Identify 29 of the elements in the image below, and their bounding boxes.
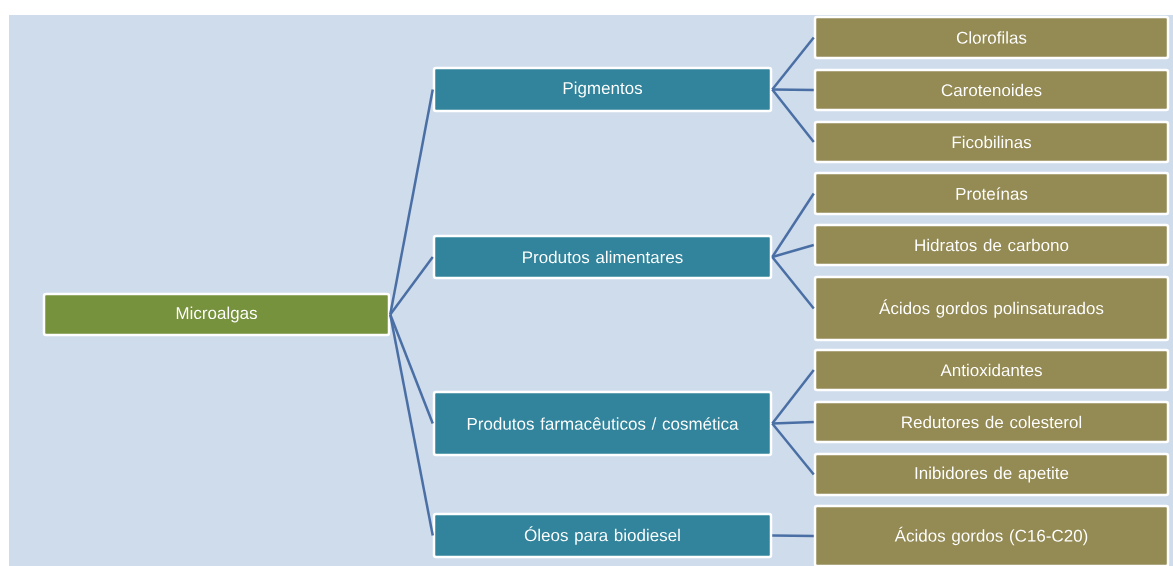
connector-line bbox=[771, 243, 815, 259]
connector-line bbox=[389, 314, 434, 424]
category-box: Produtos alimentares bbox=[432, 234, 773, 280]
item-box: Ácidos gordos polinsaturados bbox=[813, 275, 1170, 342]
connector-line bbox=[772, 88, 814, 92]
item-box: Clorofilas bbox=[813, 15, 1170, 60]
connector-line bbox=[389, 314, 434, 536]
connector-line bbox=[771, 36, 815, 91]
item-box: Redutores de colesterol bbox=[813, 400, 1170, 444]
connector-line bbox=[389, 256, 434, 316]
item-box: Ficobilinas bbox=[813, 120, 1170, 164]
item-box: Inibidores de apetite bbox=[813, 452, 1170, 497]
category-box: Óleos para biodiesel bbox=[432, 512, 773, 559]
connector-line bbox=[771, 256, 815, 310]
item-box: Antioxidantes bbox=[813, 348, 1170, 392]
item-box: Proteínas bbox=[813, 171, 1170, 216]
category-box: Pigmentos bbox=[432, 66, 773, 113]
connector-line bbox=[389, 89, 434, 315]
root-box: Microalgas bbox=[42, 292, 391, 337]
connector-line bbox=[772, 534, 814, 538]
connector-line bbox=[771, 422, 815, 476]
item-box: Ácidos gordos (C16-C20) bbox=[813, 504, 1170, 566]
item-box: Carotenoides bbox=[813, 68, 1170, 112]
connector-line bbox=[771, 88, 815, 143]
connector-line bbox=[771, 369, 815, 425]
connector-line bbox=[771, 192, 815, 258]
item-box: Hidratos de carbono bbox=[813, 223, 1170, 267]
category-box: Produtos farmacêuticos / cosmética bbox=[432, 390, 773, 457]
connector-line bbox=[772, 420, 814, 425]
